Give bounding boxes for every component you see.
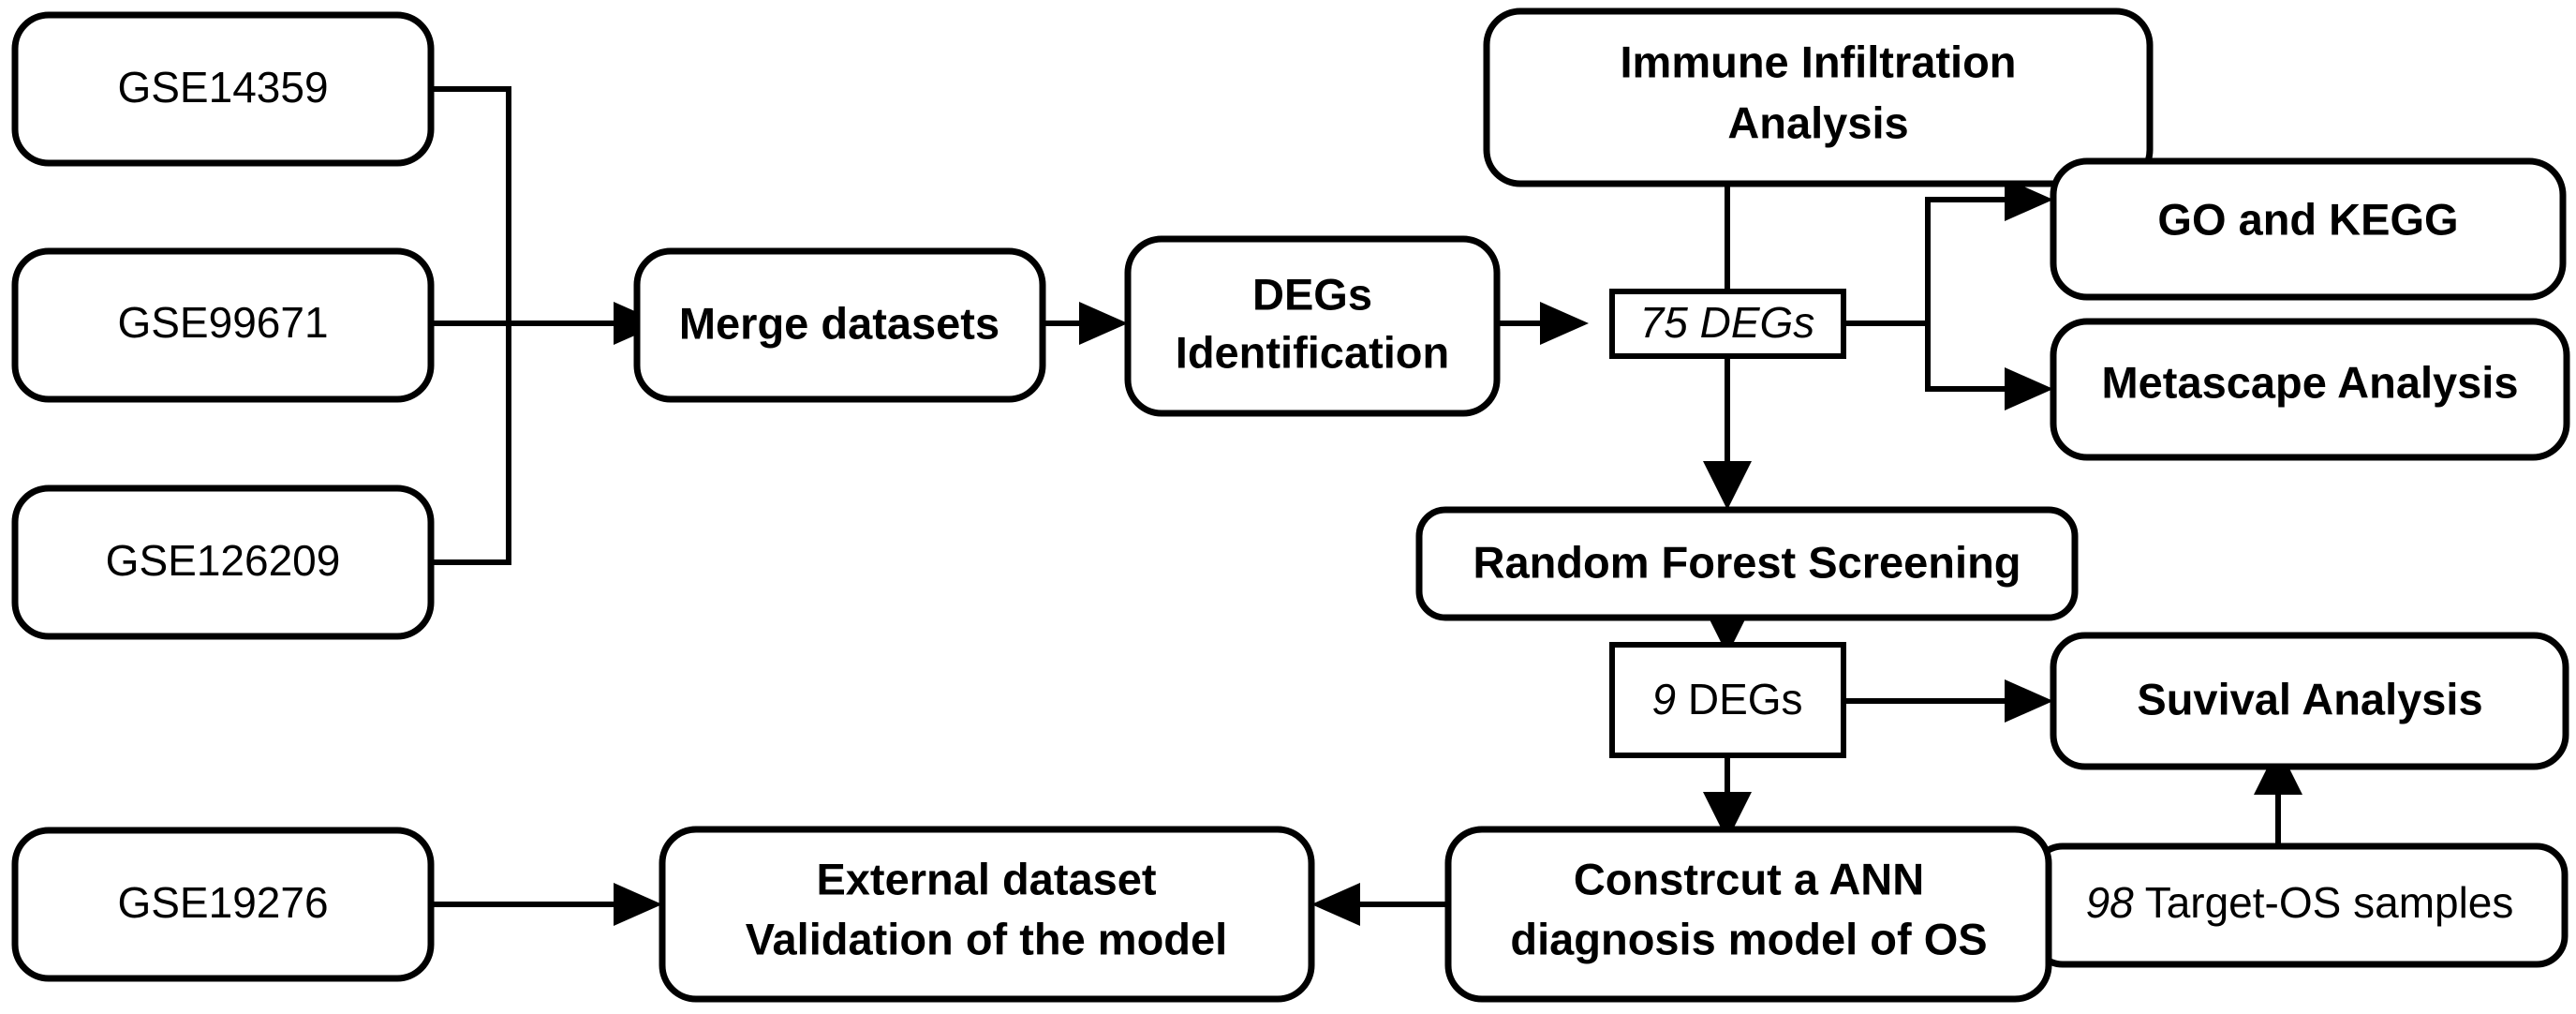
node-external-validation-line2: Validation of the model	[746, 914, 1227, 963]
node-degs-identification-line2: Identification	[1176, 327, 1449, 377]
arrowhead-survival-in	[2005, 679, 2053, 723]
node-merge-datasets-box	[633, 247, 1046, 403]
edges-layer	[431, 86, 2302, 926]
node-gse19276-label: GSE19276	[117, 878, 328, 927]
node-degs-75-box	[1609, 289, 1846, 359]
node-gse126209-box	[11, 485, 435, 640]
arrowhead-external-right-in	[1311, 883, 1360, 926]
node-degs-identification-line1: DEGs	[1252, 269, 1372, 319]
node-target-os-number: 98	[2086, 878, 2135, 927]
node-immune-infiltration-line2: Analysis	[1727, 97, 1908, 147]
arrowhead-survival-bottom-in	[2254, 746, 2302, 795]
node-gse126209-label: GSE126209	[106, 536, 341, 585]
node-external-validation-line1: External dataset	[816, 854, 1156, 903]
node-target-os-suffix: Target-OS samples	[2134, 878, 2514, 927]
node-random-forest[interactable]: Random Forest Screening	[1415, 506, 2079, 621]
node-gse99671-box	[11, 247, 435, 403]
node-gse19276[interactable]: GSE19276	[11, 827, 435, 982]
node-degs-75-label: 75 DEGs	[1640, 298, 1815, 347]
arrowhead-75degs-in	[1540, 302, 1589, 345]
node-ann-model-line1: Constrcut a ANN	[1574, 854, 1924, 903]
node-metascape-label: Metascape Analysis	[2102, 357, 2519, 407]
node-go-kegg-box	[2050, 157, 2567, 301]
node-immune-infiltration-box	[1483, 7, 2154, 187]
node-metascape[interactable]: Metascape Analysis	[2050, 318, 2570, 461]
node-gse126209[interactable]: GSE126209	[11, 485, 435, 640]
node-degs-9-suffix: DEGs	[1676, 675, 1802, 723]
node-ann-model-line2: diagnosis model of OS	[1510, 914, 1987, 963]
node-gse99671[interactable]: GSE99671	[11, 247, 435, 403]
node-target-os[interactable]: 98 Target-OS samples	[2031, 843, 2569, 968]
node-merge-datasets[interactable]: Merge datasets	[633, 247, 1046, 403]
edge-gse126209-to-merge	[431, 323, 511, 565]
node-degs-9-box	[1609, 642, 1846, 758]
node-metascape-box	[2050, 318, 2570, 461]
node-gse14359-label: GSE14359	[117, 63, 328, 112]
arrowhead-external-left-in	[614, 883, 662, 926]
node-external-validation[interactable]: External dataset Validation of the model	[659, 826, 1315, 1003]
node-degs-identification[interactable]: DEGs Identification	[1124, 235, 1501, 417]
node-immune-infiltration[interactable]: Immune Infiltration Analysis	[1483, 7, 2154, 187]
edge-bus-to-gokegg	[1925, 197, 2005, 323]
node-degs-75[interactable]: 75 DEGs	[1609, 289, 1846, 359]
node-ann-model[interactable]: Constrcut a ANN diagnosis model of OS	[1444, 826, 2052, 1003]
node-go-kegg-label: GO and KEGG	[2157, 194, 2458, 244]
node-survival-box	[2050, 632, 2569, 770]
node-survival[interactable]: Suvival Analysis	[2050, 632, 2569, 770]
node-gse14359-box	[11, 11, 435, 167]
arrowhead-gokegg-in	[2005, 178, 2053, 221]
node-gse14359[interactable]: GSE14359	[11, 11, 435, 167]
node-random-forest-label: Random Forest Screening	[1473, 537, 2021, 587]
node-ann-model-box	[1444, 826, 2052, 1003]
node-external-validation-box	[659, 826, 1315, 1003]
node-gse99671-label: GSE99671	[117, 298, 328, 347]
node-gse19276-box	[11, 827, 435, 982]
arrowhead-degs-id-in	[1079, 302, 1128, 345]
node-degs-9-label: 9 DEGs	[1651, 675, 1802, 723]
node-survival-label: Suvival Analysis	[2137, 674, 2482, 723]
node-random-forest-box	[1415, 506, 2079, 621]
node-target-os-label: 98 Target-OS samples	[2086, 878, 2514, 927]
node-immune-infiltration-line1: Immune Infiltration	[1621, 37, 2017, 86]
edge-bus-to-metascape	[1925, 323, 2005, 392]
arrowhead-metascape-in	[2005, 367, 2053, 410]
node-go-kegg[interactable]: GO and KEGG	[2050, 157, 2567, 301]
edge-gse14359-to-merge	[431, 86, 511, 323]
node-degs-9[interactable]: 9 DEGs	[1609, 642, 1846, 758]
node-merge-datasets-label: Merge datasets	[679, 298, 999, 348]
node-degs-identification-box	[1124, 235, 1501, 417]
arrowhead-ann-in	[1703, 792, 1752, 841]
node-degs-9-number: 9	[1651, 675, 1676, 723]
arrowhead-rf-in	[1703, 461, 1752, 510]
